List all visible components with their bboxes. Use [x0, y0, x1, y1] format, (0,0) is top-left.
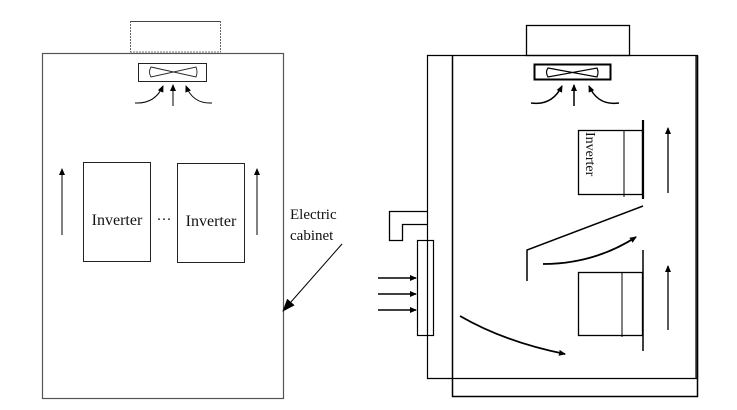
top-hood: [525, 24, 631, 57]
air-baffle: [526, 205, 644, 281]
inverter-box-upper: Inverter: [577, 120, 645, 199]
airflow-curve-arrow-bottom: [459, 315, 566, 356]
cabinet-door-outline: [426, 54, 699, 380]
inverter-label: Inverter: [582, 132, 597, 177]
inverter-label: Inverter: [92, 212, 143, 229]
airflow-curve-arrow-middle: [542, 236, 637, 265]
fan-icon: [138, 63, 207, 82]
callout-label-line1: Electric: [290, 207, 337, 223]
inverter-box: Inverter: [83, 162, 151, 262]
inverter-label: Inverter: [582, 276, 597, 321]
ellipsis: ···: [157, 212, 172, 228]
cabinet-outline: [41, 52, 285, 400]
fan-intake-arrows: [530, 84, 620, 106]
fan-icon: [533, 63, 612, 81]
callout-label-line2: cabinet: [290, 228, 334, 244]
top-hood: [130, 21, 221, 53]
right-view: Inverter Inverter: [378, 24, 699, 398]
inverter-box-lower: Inverter: [577, 250, 644, 351]
inlet-duct: [388, 210, 427, 242]
cabinet-body-outline: [451, 55, 699, 398]
inverter-box: Inverter: [177, 163, 245, 263]
fan-intake-arrows: [134, 84, 213, 106]
left-view: Inverter ··· Inverter Electric cabinet: [41, 21, 343, 400]
air-filter: [416, 239, 435, 337]
inverter-label: Inverter: [186, 213, 237, 230]
callout-arrow: [282, 243, 343, 312]
inlet-air-arrows: [378, 275, 417, 313]
